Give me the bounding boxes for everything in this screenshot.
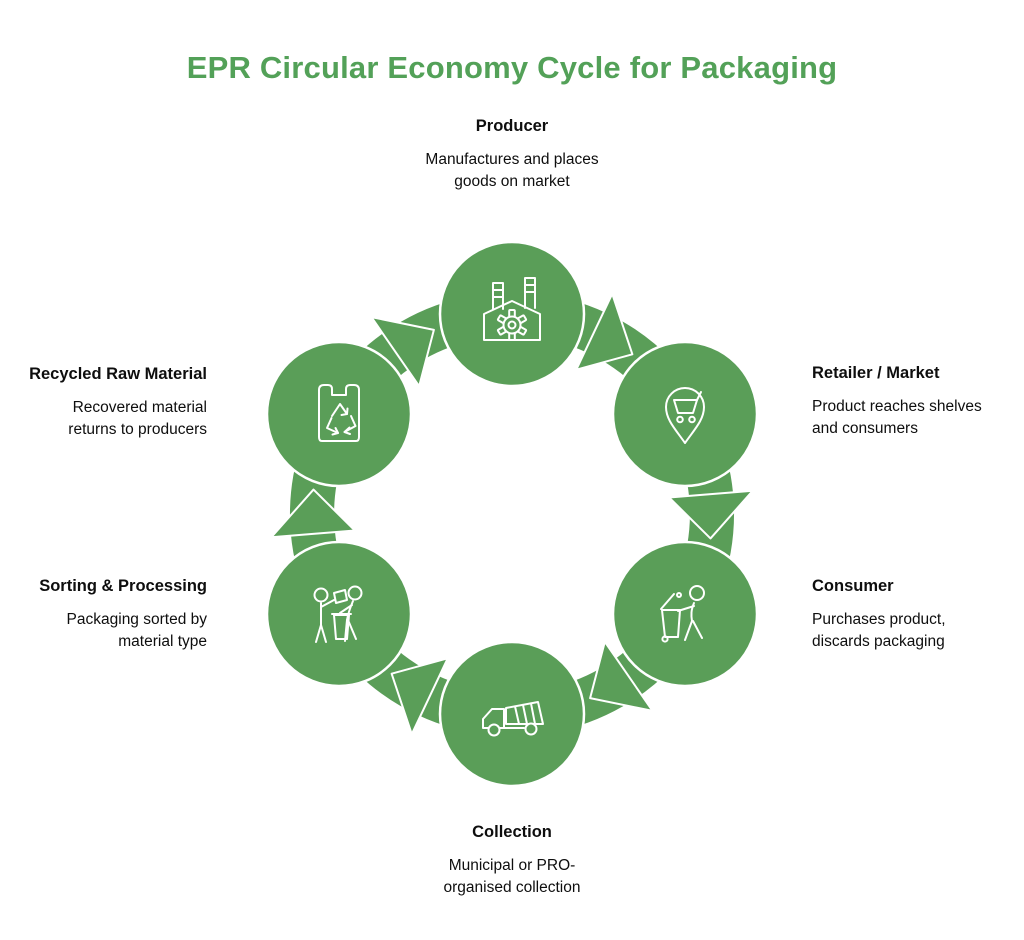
collection-circle: [438, 640, 586, 788]
retailer-description: Product reaches shelves and consumers: [812, 398, 982, 437]
page-title: EPR Circular Economy Cycle for Packaging: [186, 50, 838, 85]
bag-recycle-icon: [318, 384, 360, 442]
garbage-truck-icon: [482, 701, 544, 737]
sorting-description: Packaging sorted by material type: [66, 611, 207, 650]
map-pin-cart-icon: [665, 387, 705, 444]
collection-label: Collection: [472, 823, 552, 841]
sorting-label: Sorting & Processing: [39, 577, 207, 595]
sorting-text-block: Sorting & Processing Packaging sorted by…: [7, 576, 207, 653]
consumer-text-block: Consumer Purchases product, discards pac…: [812, 576, 1017, 653]
person-discarding-icon: [660, 585, 705, 643]
collection-description: Municipal or PRO- organised collection: [443, 857, 581, 896]
consumer-circle: [611, 540, 759, 688]
arrow-head-right: [668, 489, 754, 540]
producer-label: Producer: [475, 117, 549, 135]
people-sorting-icon: [313, 585, 363, 643]
recycled-circle: [265, 340, 413, 488]
consumer-description: Purchases product, discards packaging: [812, 611, 946, 650]
collection-text-block: Collection Municipal or PRO- organised c…: [362, 822, 662, 899]
producer-text-block: Producer Manufactures and places goods o…: [362, 116, 662, 193]
recycled-description: Recovered material returns to producers: [68, 399, 207, 438]
retailer-text-block: Retailer / Market Product reaches shelve…: [812, 363, 1017, 440]
producer-description: Manufactures and places goods on market: [425, 151, 599, 190]
recycled-label: Recycled Raw Material: [29, 365, 207, 383]
recycled-text-block: Recycled Raw Material Recovered material…: [7, 364, 207, 441]
retailer-label: Retailer / Market: [812, 364, 940, 382]
node-circles: [265, 240, 759, 788]
arrow-head-left: [270, 488, 356, 539]
factory-icon: [483, 277, 541, 341]
consumer-label: Consumer: [812, 577, 894, 595]
